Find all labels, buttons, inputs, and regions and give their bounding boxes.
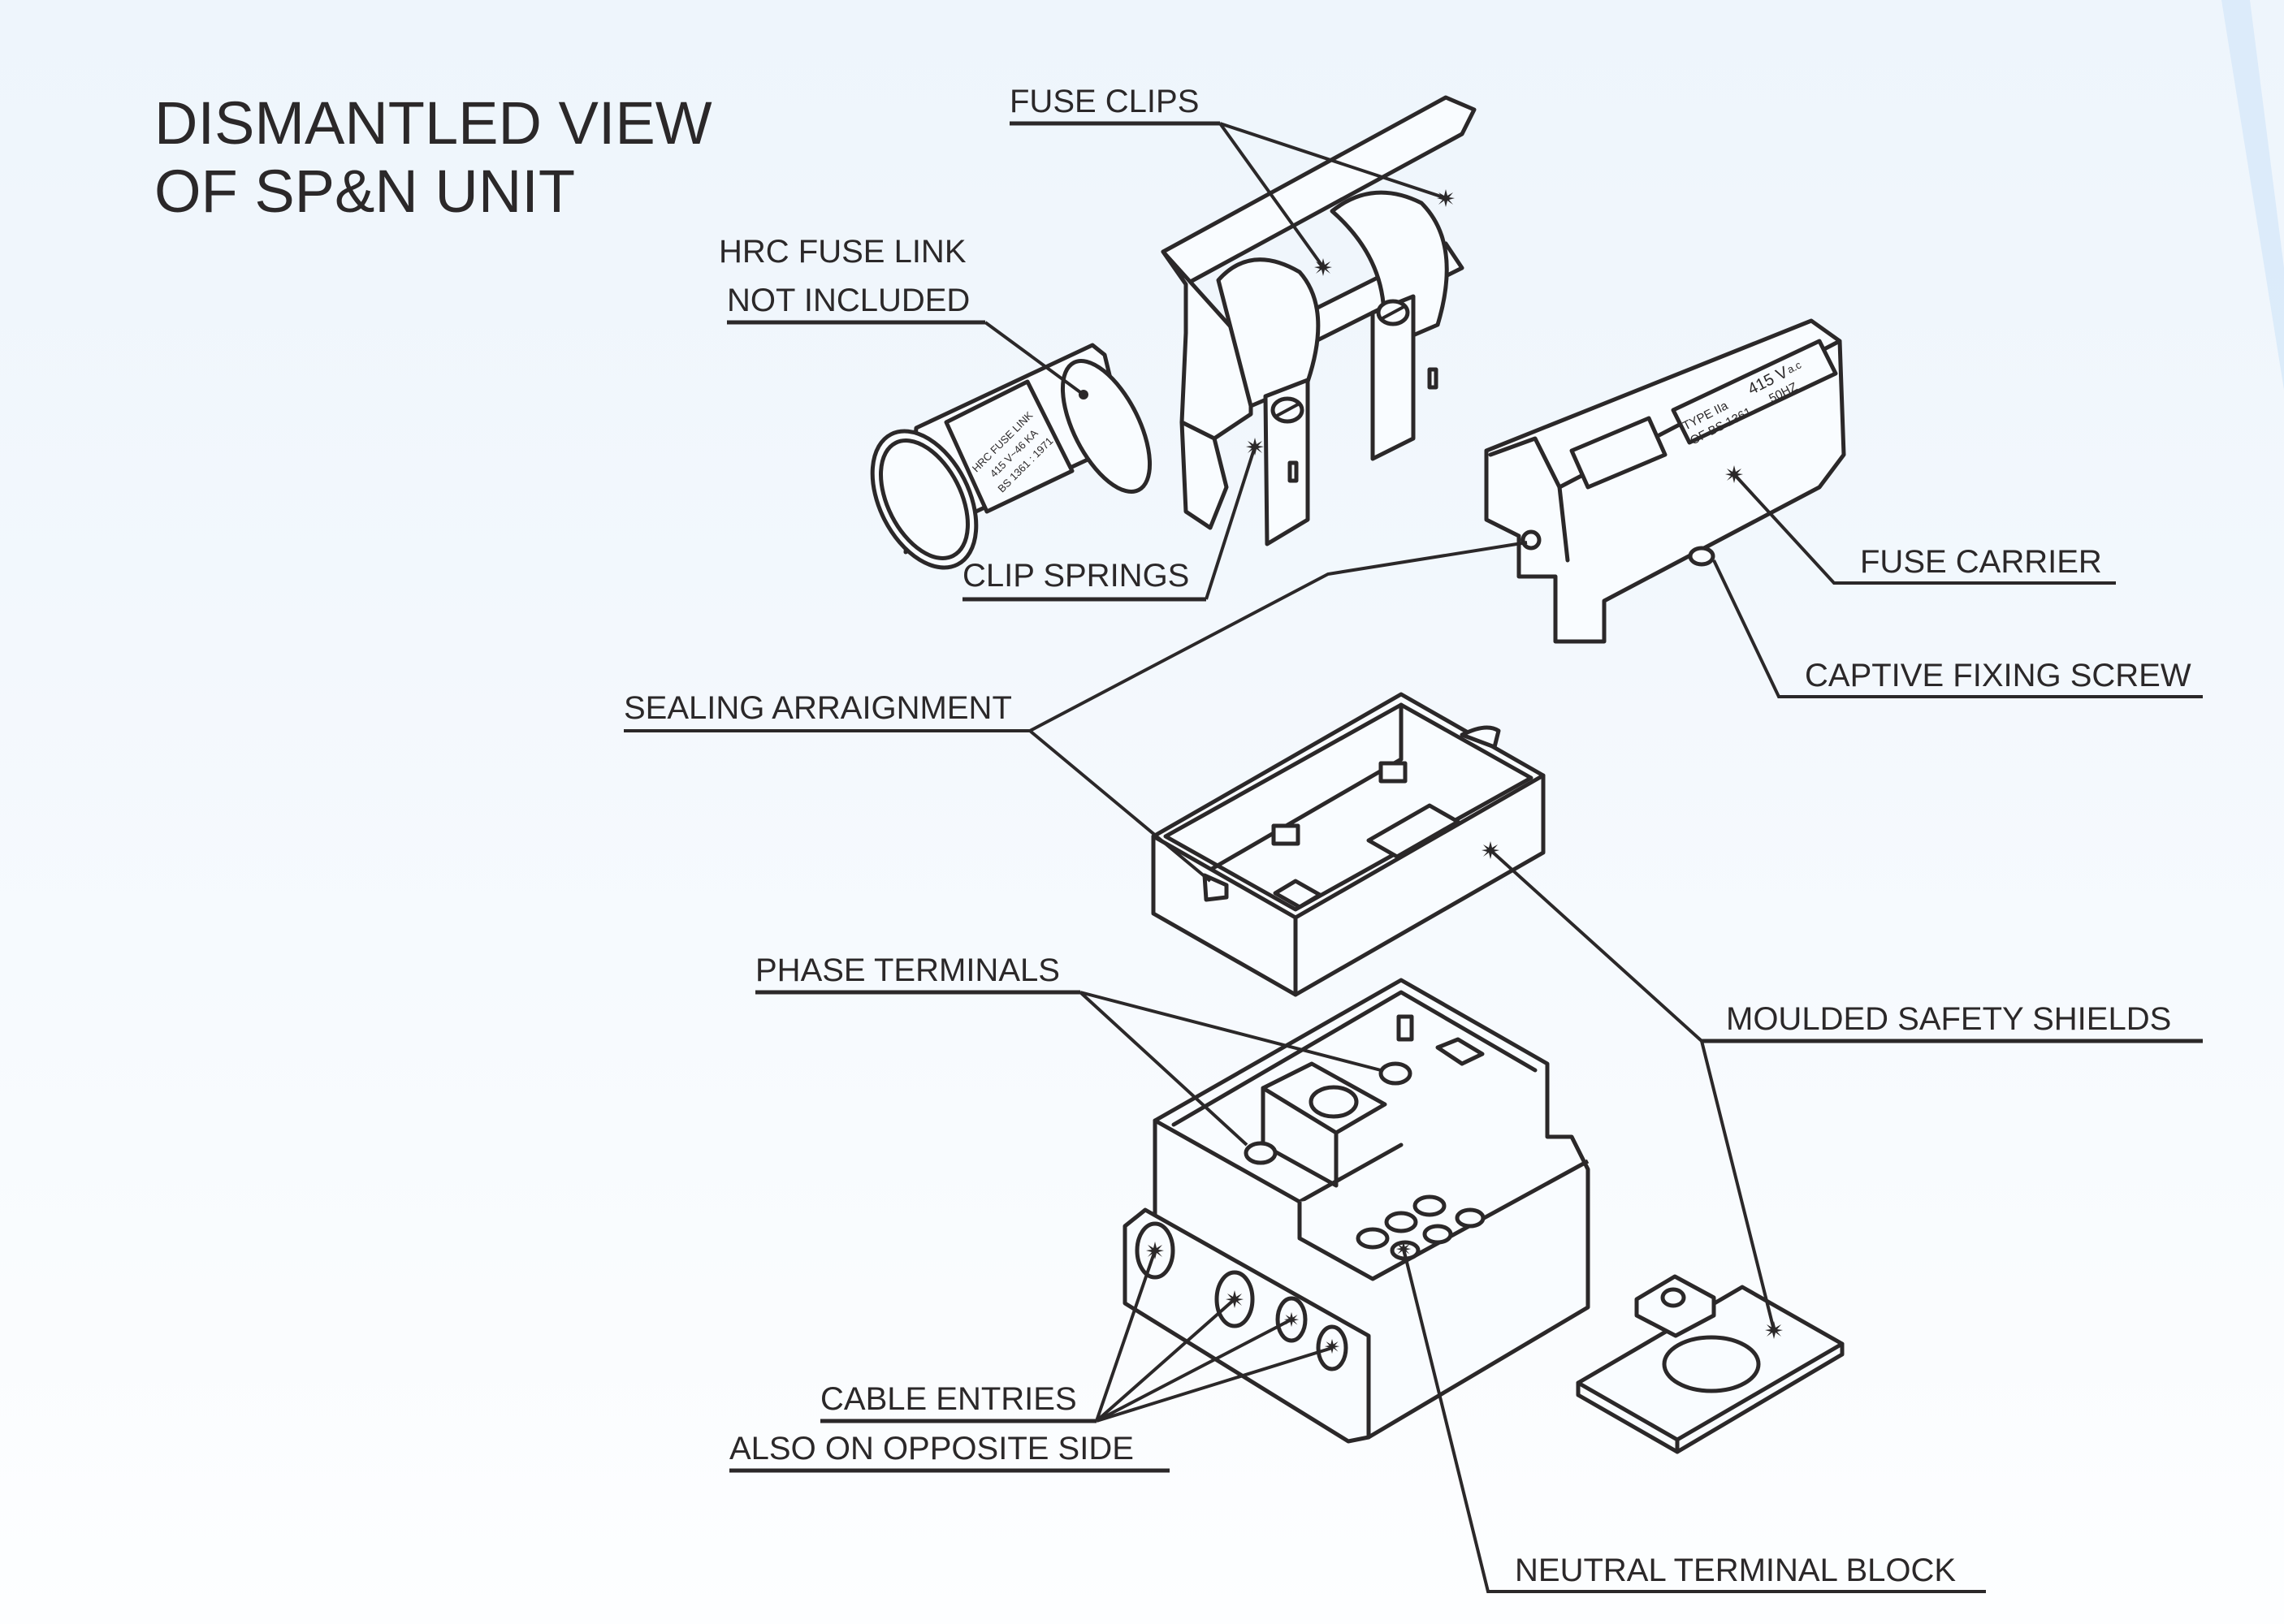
label-also-opposite-side: ALSO ON OPPOSITE SIDE [729,1431,1134,1466]
label-not-included: NOT INCLUDED [727,283,970,318]
base-terminal-block [1123,978,1590,1444]
label-cable-entries: CABLE ENTRIES [820,1381,1077,1417]
label-fuse-clips: FUSE CLIPS [1010,84,1199,119]
callout-sealing-arrangement: SEALING ARRAIGNMENT [624,541,1528,883]
carrier-ac: a.c [1785,358,1804,375]
callout-moulded-safety-shields: MOULDED SAFETY SHIELDS [1489,849,2203,1331]
label-fuse-carrier: FUSE CARRIER [1860,544,2102,580]
callout-captive-fixing-screw: CAPTIVE FIXING SCREW [1712,559,2203,698]
decorative-stripe [2221,0,2284,390]
title-line-2: OF SP&N UNIT [154,158,576,225]
title-line-1: DISMANTLED VIEW [154,89,712,157]
callout-hrc-fuse-link: HRC FUSE LINK NOT INCLUDED [719,234,1085,396]
label-clip-springs: CLIP SPRINGS [962,558,1189,594]
label-captive-fixing-screw: CAPTIVE FIXING SCREW [1805,658,2191,693]
callout-neutral-terminal-block: NEUTRAL TERMINAL BLOCK [1402,1248,1986,1593]
diagram-title: DISMANTLED VIEW OF SP&N UNIT [154,89,712,226]
fuse-carrier: TYPE IIa OF BS 1361 415 V a.c 50HZ [1484,318,1846,644]
label-neutral-terminal-block: NEUTRAL TERMINAL BLOCK [1515,1553,1956,1588]
callout-fuse-carrier: FUSE CARRIER [1732,473,2116,585]
callout-phase-terminals: PHASE TERMINALS [755,952,1382,1147]
label-phase-terminals: PHASE TERMINALS [755,952,1060,988]
safety-shield-box [1151,692,1546,997]
callout-clip-springs: CLIP SPRINGS [962,446,1257,602]
callout-fuse-clips: FUSE CLIPS [1010,84,1447,269]
label-hrc-fuse-link: HRC FUSE LINK [719,234,967,270]
fuse-clips-assembly [1161,95,1477,546]
safety-shield-plate [1576,1274,1845,1454]
hrc-fuse-link: HRC FUSE LINK 415 V~46 KA BS 1361 : 1971 [870,343,1153,570]
label-sealing-arrangement: SEALING ARRAIGNMENT [624,690,1012,726]
callout-cable-entries: CABLE ENTRIES ALSO ON OPPOSITE SIDE [729,1250,1333,1473]
label-moulded-safety-shields: MOULDED SAFETY SHIELDS [1726,1001,2171,1037]
